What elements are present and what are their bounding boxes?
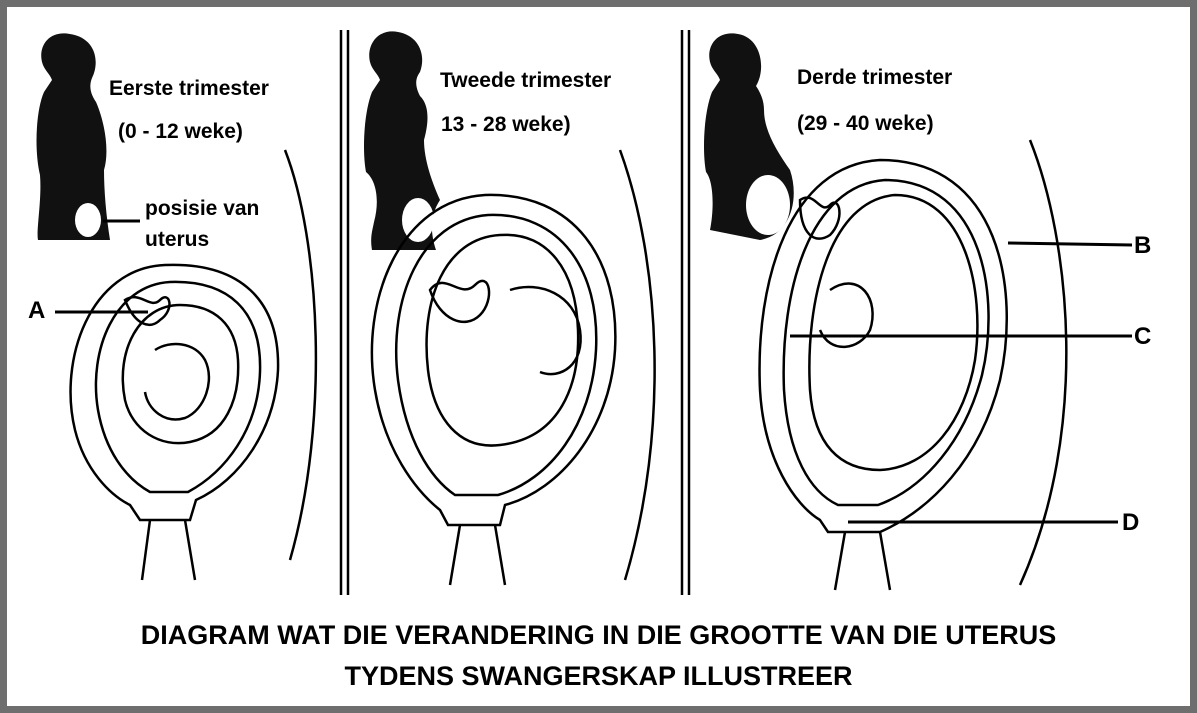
panel-title-second: Tweede trimester xyxy=(440,70,611,91)
marker-c: C xyxy=(1134,325,1151,349)
panel-title-third: Derde trimester xyxy=(797,67,952,88)
panel-weeks-second: 13 - 28 weke) xyxy=(441,114,571,135)
uterus-position-label-line2: uterus xyxy=(145,229,209,250)
marker-d: D xyxy=(1122,511,1139,535)
silhouette-first-trimester xyxy=(37,33,110,240)
uterus-position-label-line1: posisie van xyxy=(145,198,259,219)
caption-line1: DIAGRAM WAT DIE VERANDERING IN DIE GROOT… xyxy=(7,622,1190,649)
panel-weeks-first: (0 - 12 weke) xyxy=(118,121,243,142)
silhouette-third-trimester xyxy=(704,33,794,240)
panel-title-first: Eerste trimester xyxy=(109,78,269,99)
marker-a: A xyxy=(28,299,45,323)
caption-line2: TYDENS SWANGERSKAP ILLUSTREER xyxy=(7,663,1190,690)
panel-weeks-third: (29 - 40 weke) xyxy=(797,113,934,134)
marker-b: B xyxy=(1134,234,1151,258)
